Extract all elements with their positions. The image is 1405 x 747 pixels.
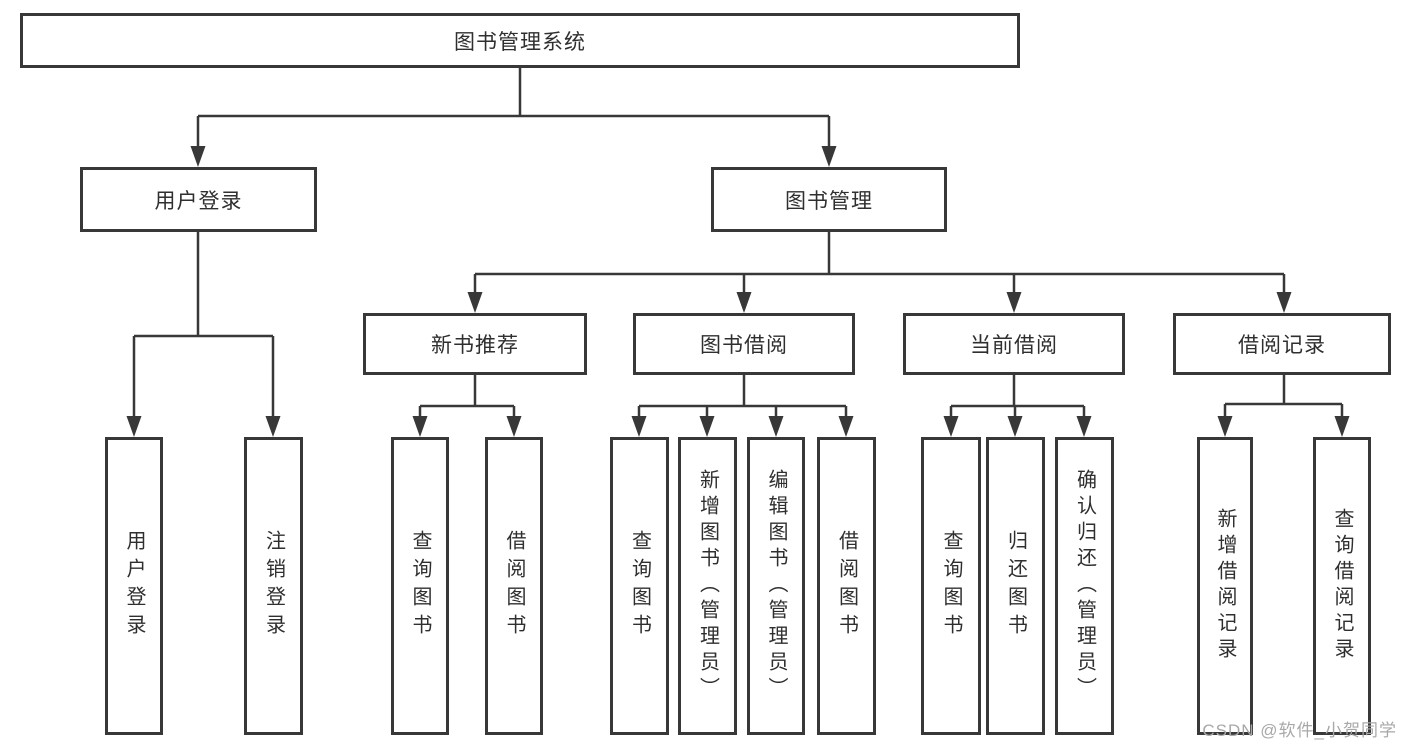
leaf-edit-books-admin-label: 编辑图书（管理员） xyxy=(765,469,787,703)
leaf-add-books-admin-label: 新增图书（管理员） xyxy=(696,469,719,703)
node-new-book-recommend: 新书推荐 xyxy=(363,313,587,375)
leaf-query-books-current-label: 查询图书 xyxy=(940,530,962,642)
leaf-user-login: 用户登录 xyxy=(105,437,163,735)
leaf-add-books-admin: 新增图书（管理员） xyxy=(678,437,737,735)
leaf-query-books-recommend-label: 查询图书 xyxy=(409,530,431,642)
leaf-borrow-books-recommend-label: 借阅图书 xyxy=(503,530,525,642)
arrowhead-icons xyxy=(126,146,1350,437)
leaf-confirm-return-admin-label: 确认归还（管理员） xyxy=(1073,469,1096,703)
node-borrowing-records: 借阅记录 xyxy=(1173,313,1391,375)
node-book-borrowing-label: 图书借阅 xyxy=(700,334,788,357)
leaf-borrow-books-recommend: 借阅图书 xyxy=(485,437,543,735)
node-borrowing-records-label: 借阅记录 xyxy=(1238,334,1326,357)
leaf-query-borrow-record-label: 查询借阅记录 xyxy=(1331,508,1353,664)
csdn-watermark: CSDN @软件_小贺同学 xyxy=(1202,721,1397,740)
node-user-login: 用户登录 xyxy=(80,167,317,232)
leaf-query-books-current: 查询图书 xyxy=(921,437,981,735)
node-library-system-label: 图书管理系统 xyxy=(454,30,586,54)
node-library-system: 图书管理系统 xyxy=(20,13,1020,68)
leaf-query-books-recommend: 查询图书 xyxy=(391,437,449,735)
node-book-management: 图书管理 xyxy=(711,167,947,232)
node-new-book-recommend-label: 新书推荐 xyxy=(431,334,519,357)
leaf-borrow-books-borrowing-label: 借阅图书 xyxy=(835,530,858,642)
node-book-borrowing: 图书借阅 xyxy=(633,313,855,375)
node-user-login-label: 用户登录 xyxy=(154,189,243,213)
node-book-management-label: 图书管理 xyxy=(785,189,873,213)
leaf-borrow-books-borrowing: 借阅图书 xyxy=(817,437,876,735)
node-current-borrowing-label: 当前借阅 xyxy=(970,334,1058,357)
leaf-query-borrow-record: 查询借阅记录 xyxy=(1313,437,1371,735)
leaf-user-login-label: 用户登录 xyxy=(123,530,145,642)
leaf-query-books-borrowing: 查询图书 xyxy=(610,437,669,735)
leaf-return-books: 归还图书 xyxy=(986,437,1045,735)
leaf-logout: 注销登录 xyxy=(244,437,303,735)
leaf-logout-label: 注销登录 xyxy=(262,530,285,642)
leaf-return-books-label: 归还图书 xyxy=(1004,530,1027,642)
leaf-query-books-borrowing-label: 查询图书 xyxy=(628,530,651,642)
leaf-add-borrow-record-label: 新增借阅记录 xyxy=(1214,508,1236,664)
node-current-borrowing: 当前借阅 xyxy=(903,313,1125,375)
connector-paths xyxy=(132,68,1344,420)
leaf-confirm-return-admin: 确认归还（管理员） xyxy=(1055,437,1114,735)
leaf-edit-books-admin: 编辑图书（管理员） xyxy=(747,437,805,735)
leaf-add-borrow-record: 新增借阅记录 xyxy=(1197,437,1253,735)
